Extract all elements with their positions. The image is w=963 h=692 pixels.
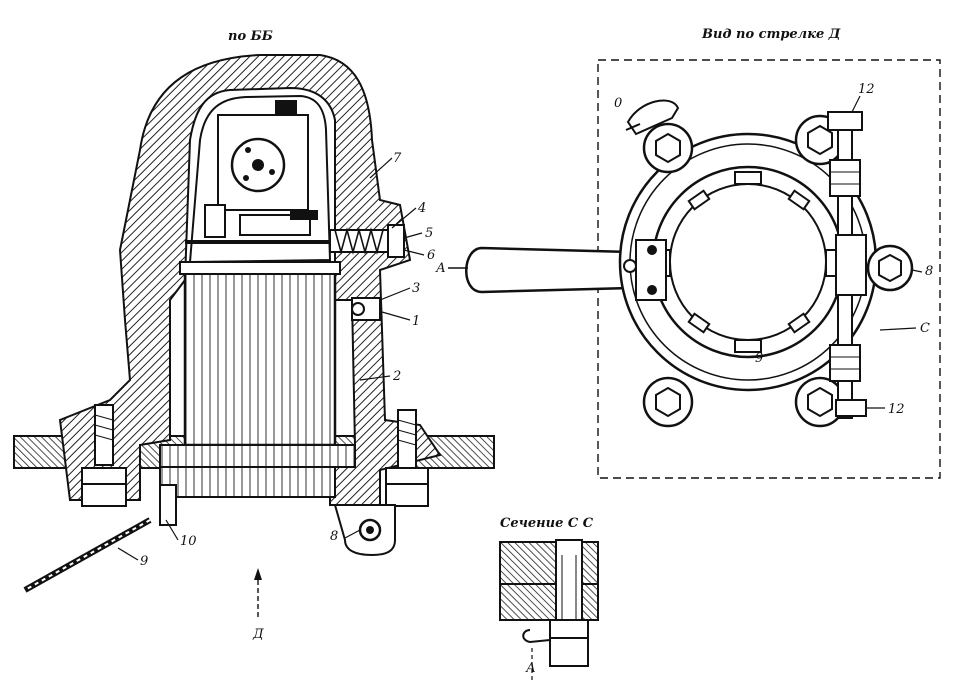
title-right: Вид по стрелке Д [701,27,841,42]
marker-cut-c: С [920,321,930,336]
marker-view-a: А [435,261,446,276]
callout-0: 0 [614,96,622,111]
side-bolt-right [866,244,914,292]
bottom-bolt [159,484,177,526]
title-section: Сечение С С [500,516,594,531]
contact-bracket [204,204,226,238]
callout-8: 8 [330,529,338,544]
callout-1: 1 [412,314,420,329]
marker-cut-a-bottom: А [525,661,536,676]
callout-9: 9 [140,554,148,569]
callout-8-right: 8 [925,264,933,279]
cable [23,517,152,593]
tension-bolt [827,111,867,419]
section-stud [555,539,583,629]
right-end-view [448,59,941,479]
callout-labels: 7 4 5 6 3 1 2 8 10 9 12 12 8 0 9 Д А С А [140,82,933,676]
callout-12-bottom: 12 [888,402,905,417]
bottom-ring [159,444,356,468]
right-stud [385,409,429,507]
callout-2: 2 [392,369,401,384]
spring-plunger [329,224,405,258]
view-dashed-frame [597,59,941,479]
side-screw [351,297,381,321]
tag-plate [625,99,680,136]
lever-handle [465,246,632,294]
marker-d-left: Д [252,627,264,642]
callout-7: 7 [393,151,402,166]
callout-12-top: 12 [858,82,875,97]
title-left: по ББ [228,29,273,44]
callout-6: 6 [427,248,435,263]
callout-5: 5 [425,226,433,241]
corner-bolt-bl [642,376,694,428]
callout-9-ring: 9 [755,351,763,366]
arrow-d [254,568,262,620]
left-stud [81,404,127,507]
cam-lever [275,100,297,114]
lever-pivot [623,239,667,301]
section-plate-top [499,541,599,585]
callout-10: 10 [180,534,197,549]
leader-lines [117,95,923,561]
corner-bolt-tl [642,122,694,174]
callout-4: 4 [417,201,426,216]
callout-3: 3 [412,281,420,296]
titles: по ББ Вид по стрелке Д Сечение С С [228,27,841,531]
left-sectional-view [13,54,495,620]
section-cc [499,539,599,680]
cylinder-body [183,268,337,447]
cam-hub [252,159,264,171]
bottom-lug [333,504,396,557]
